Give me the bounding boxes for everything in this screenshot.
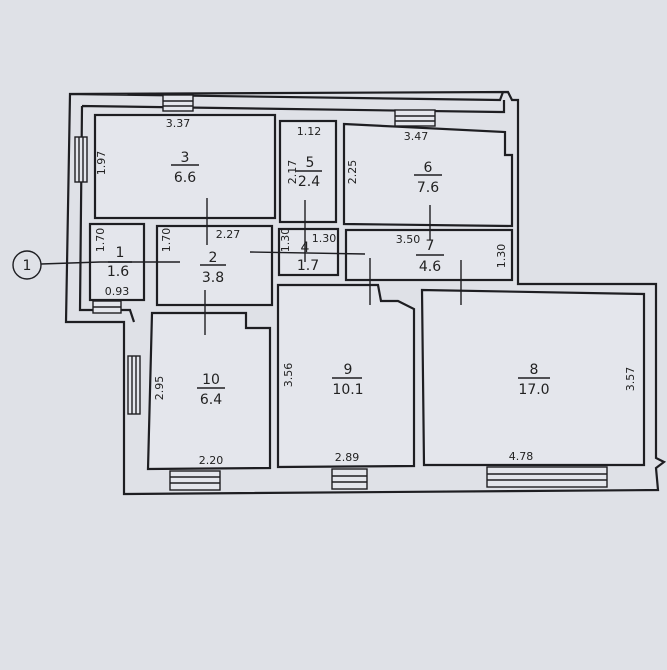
- room-1-dim: 1.70: [94, 228, 107, 253]
- room-1-dim: 0.93: [105, 285, 130, 298]
- room-9-area: 10.1: [332, 382, 363, 398]
- room-3-dim: 1.97: [95, 151, 108, 176]
- window: [92, 300, 122, 314]
- room-7-number: 7: [426, 238, 435, 254]
- room-3-dim: 3.37: [166, 117, 191, 130]
- window: [162, 94, 194, 112]
- room-5-dim: 2.17: [286, 160, 299, 185]
- room-10: [146, 311, 272, 471]
- window: [394, 109, 436, 127]
- room-10-number: 10: [202, 372, 220, 388]
- room-1-area: 1.6: [107, 264, 129, 280]
- room-2-dim: 2.27: [216, 228, 241, 241]
- room-5-dim: 1.12: [297, 125, 322, 138]
- room-5-area: 2.4: [298, 174, 320, 190]
- room-2-dim: 1.70: [160, 228, 173, 253]
- room-6-area: 7.6: [417, 180, 439, 196]
- room-9: [276, 283, 416, 469]
- room-8-number: 8: [530, 362, 539, 378]
- room-1-number: 1: [116, 245, 125, 261]
- room-9-dim: 3.56: [282, 363, 295, 388]
- room-3-number: 3: [181, 150, 190, 166]
- outer-wall: [64, 90, 667, 496]
- window: [74, 136, 88, 183]
- window: [331, 468, 368, 490]
- room-7-dim: 3.50: [396, 233, 421, 246]
- room-10-dim: 2.20: [199, 454, 224, 467]
- room-8-dim: 4.78: [509, 450, 534, 463]
- window: [486, 466, 608, 488]
- room-6-dim: 2.25: [346, 160, 359, 185]
- window: [169, 470, 221, 491]
- room-6-dim: 3.47: [404, 130, 429, 143]
- room-4-dim: 1.30: [312, 232, 337, 245]
- room-9-dim: 2.89: [335, 451, 360, 464]
- room-9-number: 9: [344, 362, 353, 378]
- section-marker-label: 1: [23, 258, 32, 274]
- room-4-number: 4: [301, 240, 310, 256]
- room-5-number: 5: [306, 155, 315, 171]
- room-2-number: 2: [209, 250, 218, 266]
- room-10-area: 6.4: [200, 392, 222, 408]
- room-4-area: 1.7: [297, 258, 319, 274]
- room-7-area: 4.6: [419, 259, 441, 275]
- room-2-area: 3.8: [202, 270, 224, 286]
- room-8-area: 17.0: [518, 382, 549, 398]
- room-3-area: 6.6: [174, 170, 196, 186]
- door-marks: [100, 198, 462, 335]
- room-8-dim: 3.57: [624, 367, 637, 392]
- room-3: [93, 113, 277, 220]
- room-7-dim: 1.30: [495, 244, 508, 269]
- room-4-dim: 1.30: [279, 228, 292, 253]
- room-10-dim: 2.95: [153, 376, 166, 401]
- section-marker: [12, 250, 42, 280]
- room-6-number: 6: [424, 160, 433, 176]
- window: [127, 355, 141, 415]
